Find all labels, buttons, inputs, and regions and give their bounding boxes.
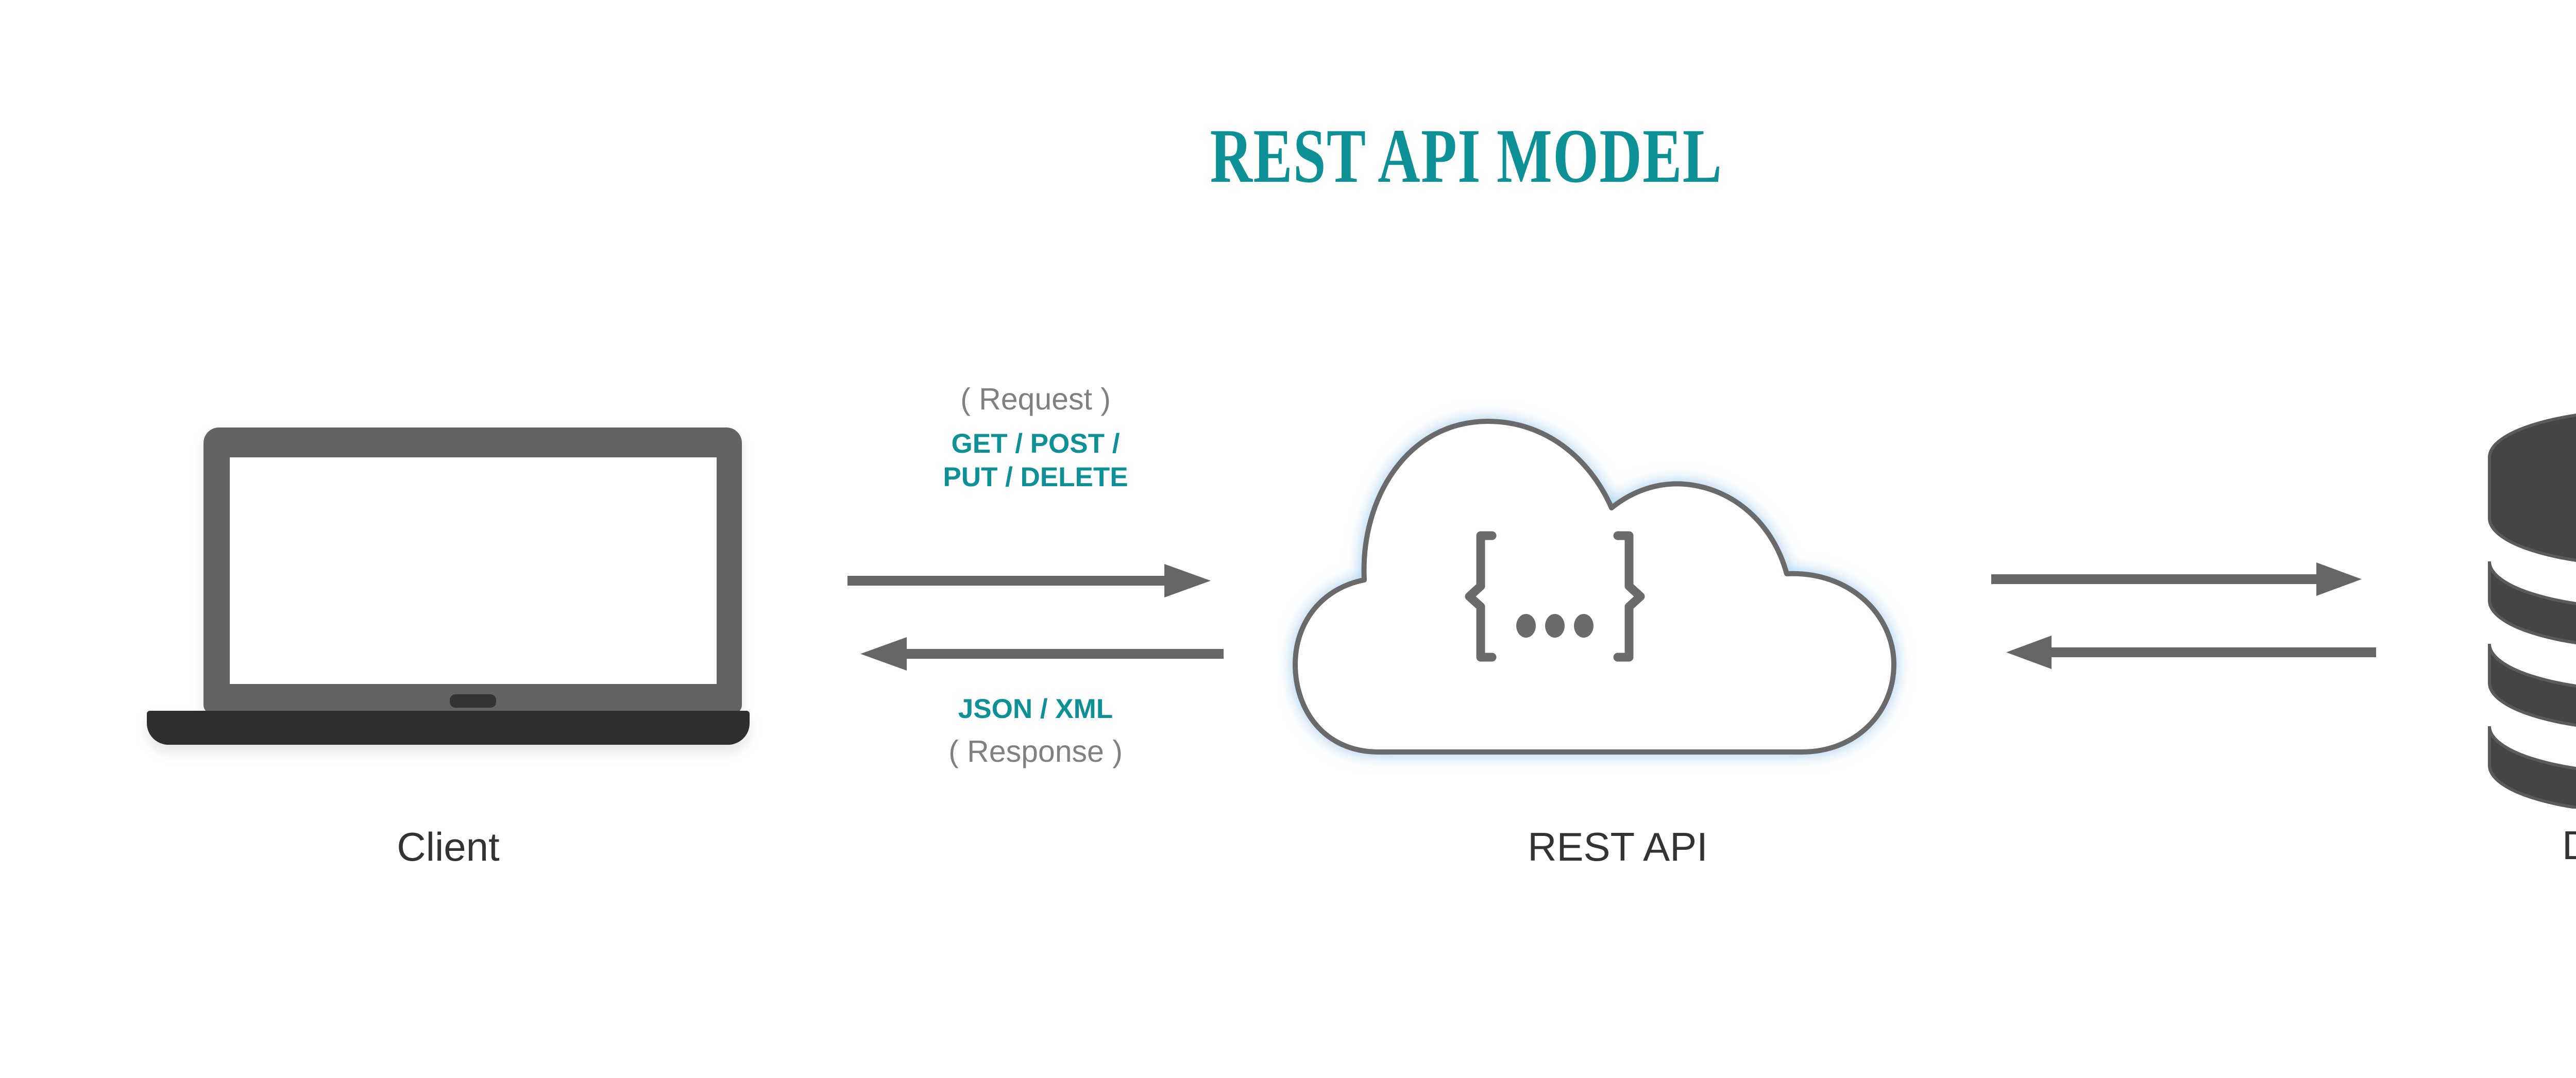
node-caption-rest-api: REST API xyxy=(1528,824,1708,869)
curly-braces-symbol xyxy=(1465,531,1645,662)
cloud-outline-shape xyxy=(1293,419,1896,755)
api-database-arrow-pair xyxy=(1989,559,2396,688)
client-api-arrow-pair xyxy=(845,561,1226,690)
response-formats-label: JSON / XML xyxy=(958,694,1113,724)
request-methods-line-2: PUT / DELETE xyxy=(943,461,1128,492)
arrow-right-icon xyxy=(1991,562,2362,596)
laptop-trackpad-notch xyxy=(450,694,496,708)
laptop-base xyxy=(147,711,750,745)
arrow-right-icon xyxy=(848,564,1211,597)
cloud-icon xyxy=(1278,397,1958,778)
laptop-icon xyxy=(139,412,757,762)
database-discs xyxy=(2488,414,2576,809)
arrow-left-icon xyxy=(2006,636,2376,669)
request-label-group: ( Request ) GET / POST / PUT / DELETE xyxy=(835,381,1236,494)
page-title: REST API MODEL xyxy=(1210,113,1723,199)
arrow-left-icon xyxy=(860,637,1224,671)
node-caption-database: Database xyxy=(2468,825,2576,865)
node-caption-client: Client xyxy=(397,824,500,869)
response-paren-label: ( Response ) xyxy=(948,734,1123,768)
request-paren-label: ( Request ) xyxy=(960,382,1111,416)
request-methods-line-1: GET / POST / xyxy=(951,428,1120,459)
ellipsis-dots xyxy=(1516,614,1594,638)
response-label-group: JSON / XML ( Response ) xyxy=(835,693,1236,771)
laptop-screen xyxy=(230,457,717,684)
database-cylinder-icon xyxy=(2468,397,2576,809)
